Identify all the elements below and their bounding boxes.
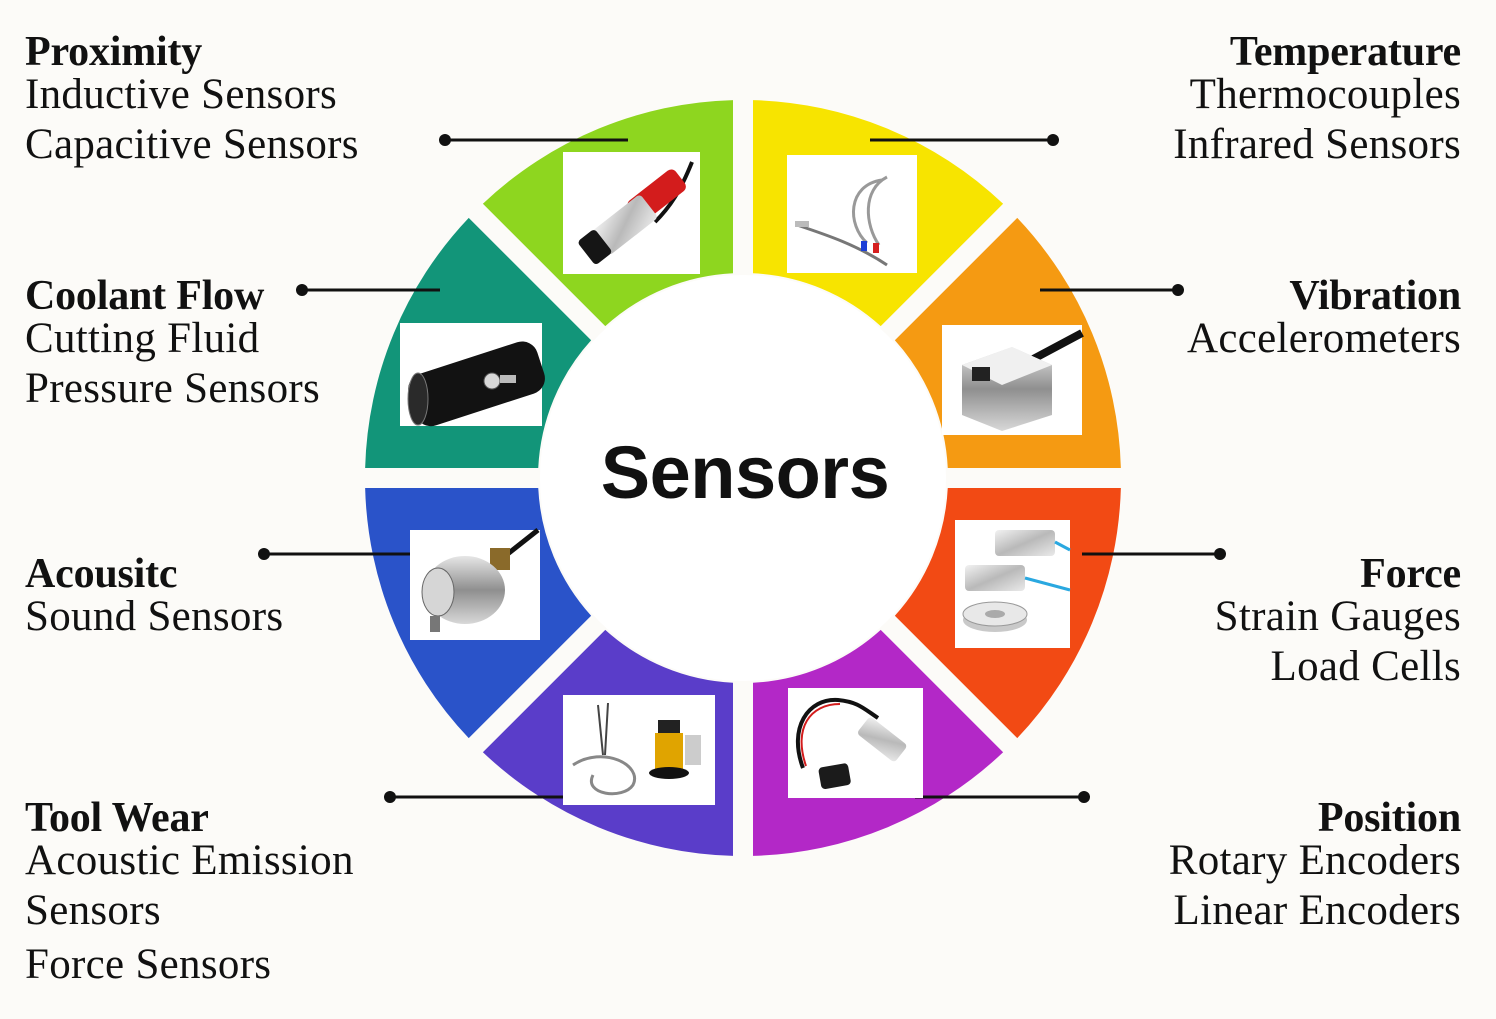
position-sensor-icon [788, 688, 923, 798]
category-title: Temperature [1229, 29, 1461, 75]
category-item: Capacitive Sensors [25, 121, 359, 168]
category-item: Linear Encoders [1173, 887, 1461, 934]
category-item: Sound Sensors [25, 593, 284, 640]
category-item: Strain Gauges [1214, 593, 1461, 640]
category-title: Position [1317, 795, 1461, 841]
leader-temperature [870, 134, 1059, 146]
category-vibration: Vibration Accelerometers [1021, 273, 1461, 362]
category-position: Position Rotary Encoders Linear Encoders [1021, 795, 1461, 938]
category-item: Cutting Fluid [25, 315, 260, 362]
thermocouple-icon [787, 155, 917, 273]
leader-coolant-flow [296, 284, 440, 296]
proximity-sensor-icon [563, 152, 700, 274]
category-item: Acoustic Emission [25, 837, 354, 884]
pressure-sensor-icon [400, 323, 545, 427]
category-title: Vibration [1289, 273, 1461, 319]
category-item: Inductive Sensors [25, 71, 338, 118]
category-title: Force [1360, 551, 1461, 597]
leader-tool-wear [384, 791, 575, 803]
category-item: Force Sensors [25, 941, 272, 988]
category-item: Pressure Sensors [25, 365, 321, 412]
category-title: Acousitc [25, 551, 178, 597]
leader-vibration [1040, 284, 1184, 296]
leader-acoustic [258, 548, 410, 560]
category-item: Thermocouples [1189, 71, 1461, 118]
category-title: Tool Wear [25, 795, 209, 841]
category-temperature: Temperature Thermocouples Infrared Senso… [1021, 29, 1461, 172]
category-coolant-flow: Coolant Flow Cutting Fluid Pressure Sens… [25, 273, 465, 416]
center-disc [540, 275, 946, 681]
category-item: Accelerometers [1187, 315, 1461, 362]
leader-force [1082, 548, 1226, 560]
category-title: Coolant Flow [25, 273, 265, 319]
category-item: Sensors [25, 887, 161, 934]
category-title: Proximity [25, 29, 203, 75]
center-label: Sensors [600, 431, 890, 514]
category-proximity: Proximity Inductive Sensors Capacitive S… [25, 29, 465, 172]
category-item: Infrared Sensors [1173, 121, 1461, 168]
category-tool-wear: Tool Wear Acoustic Emission Sensors Forc… [25, 795, 465, 992]
acoustic-emission-sensor-icon [563, 695, 715, 805]
accelerometer-icon [942, 325, 1084, 435]
category-item: Rotary Encoders [1168, 837, 1461, 884]
category-force: Force Strain Gauges Load Cells [1021, 551, 1462, 694]
category-acoustic: Acousitc Sound Sensors [25, 551, 465, 640]
sound-sensor-icon [410, 528, 540, 640]
leader-position [915, 791, 1090, 803]
leader-proximity [439, 134, 628, 146]
load-cell-icon [955, 520, 1071, 648]
category-item: Load Cells [1270, 643, 1461, 690]
